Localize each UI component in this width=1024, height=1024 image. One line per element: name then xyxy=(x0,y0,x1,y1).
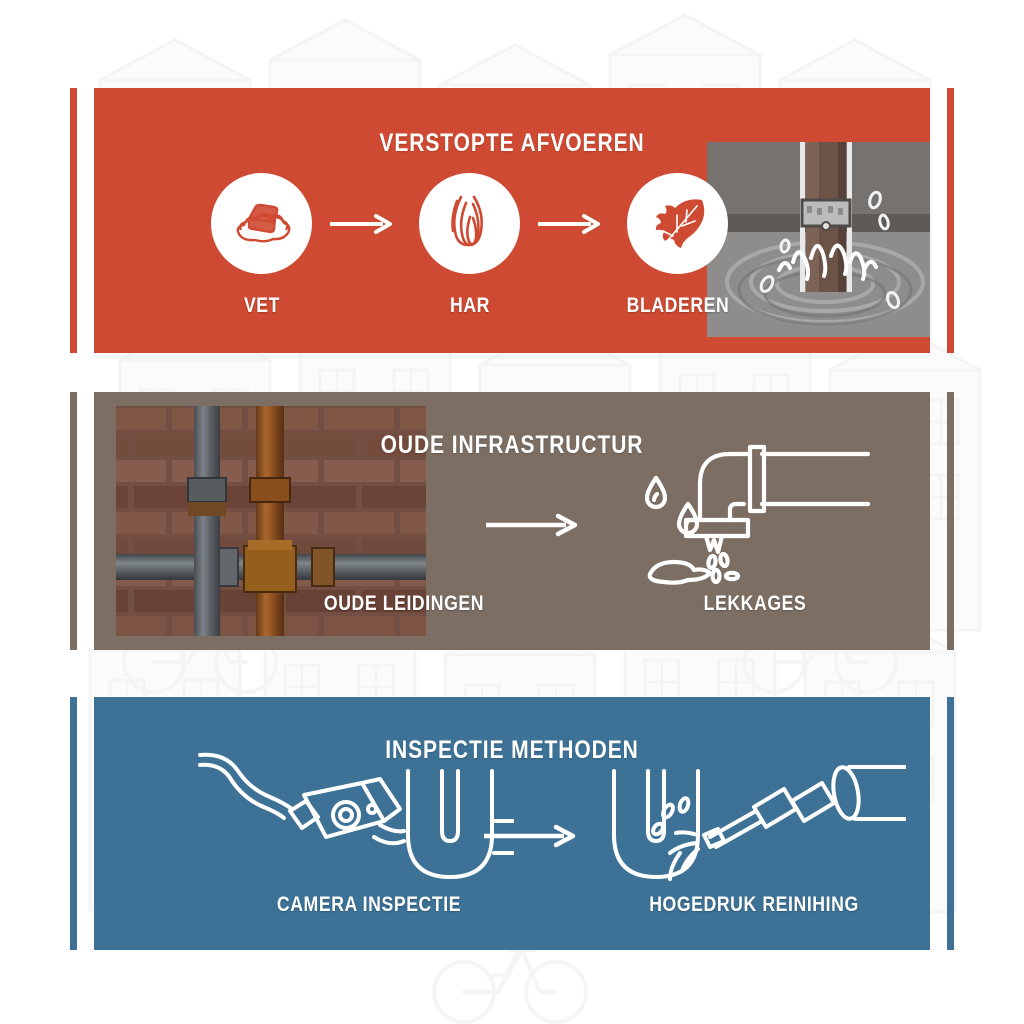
arrow-har-to-bladeren xyxy=(538,214,600,234)
item-label-camera-inspectie: CAMERA INSPECTIE xyxy=(276,893,462,916)
icon-circle-vet[interactable] xyxy=(211,173,312,274)
grease-block-icon xyxy=(236,203,291,242)
panel-accent-bar-right xyxy=(947,697,954,950)
item-label-vet: VET xyxy=(243,294,281,317)
pipe-camera-icon xyxy=(198,752,514,879)
maple-leaf-icon xyxy=(655,198,704,248)
item-label-bladeren: BLADEREN xyxy=(626,294,730,317)
panel-old-infrastructure: OUDE INFRASTRUCTUR OUDE LEIDINGEN xyxy=(70,392,954,650)
panel-accent-bar-left xyxy=(70,697,77,950)
high-pressure-nozzle-icon xyxy=(612,765,906,881)
item-label-hogedruk-reinihing: HOGEDRUK REINIHING xyxy=(649,893,859,916)
panel-body: OUDE INFRASTRUCTUR OUDE LEIDINGEN xyxy=(94,392,930,650)
item-label-lekkages: LEKKAGES xyxy=(703,592,807,615)
icon-circle-har[interactable] xyxy=(419,173,520,274)
arrow-camera-to-hogedruk xyxy=(484,824,576,848)
leaking-elbow-pipe-icon xyxy=(644,444,870,585)
panel-title: OUDE INFRASTRUCTUR xyxy=(380,430,644,459)
panel-clogged-drains: VERSTOPTE AFVOEREN VET xyxy=(70,88,954,353)
hair-follicle-icon xyxy=(450,195,483,246)
panel-accent-bar-left xyxy=(70,88,77,353)
panel-title: INSPECTIE METHODEN xyxy=(385,735,639,764)
icon-circle-bladeren[interactable] xyxy=(627,173,728,274)
arrow-vet-to-har xyxy=(330,214,392,234)
item-label-har: HAR xyxy=(449,294,490,317)
item-label-oude-leidingen: OUDE LEIDINGEN xyxy=(323,592,485,615)
panel-title: VERSTOPTE AFVOEREN xyxy=(379,128,645,157)
panel-inspection-methods: INSPECTIE METHODEN xyxy=(70,697,954,950)
panel-body: VERSTOPTE AFVOEREN VET xyxy=(94,88,930,353)
panel-accent-bar-right xyxy=(947,88,954,353)
panel-body: INSPECTIE METHODEN xyxy=(94,697,930,950)
panel-accent-bar-left xyxy=(70,392,77,650)
arrow-oude-leidingen-to-lekkages xyxy=(486,513,578,537)
panel-accent-bar-right xyxy=(947,392,954,650)
